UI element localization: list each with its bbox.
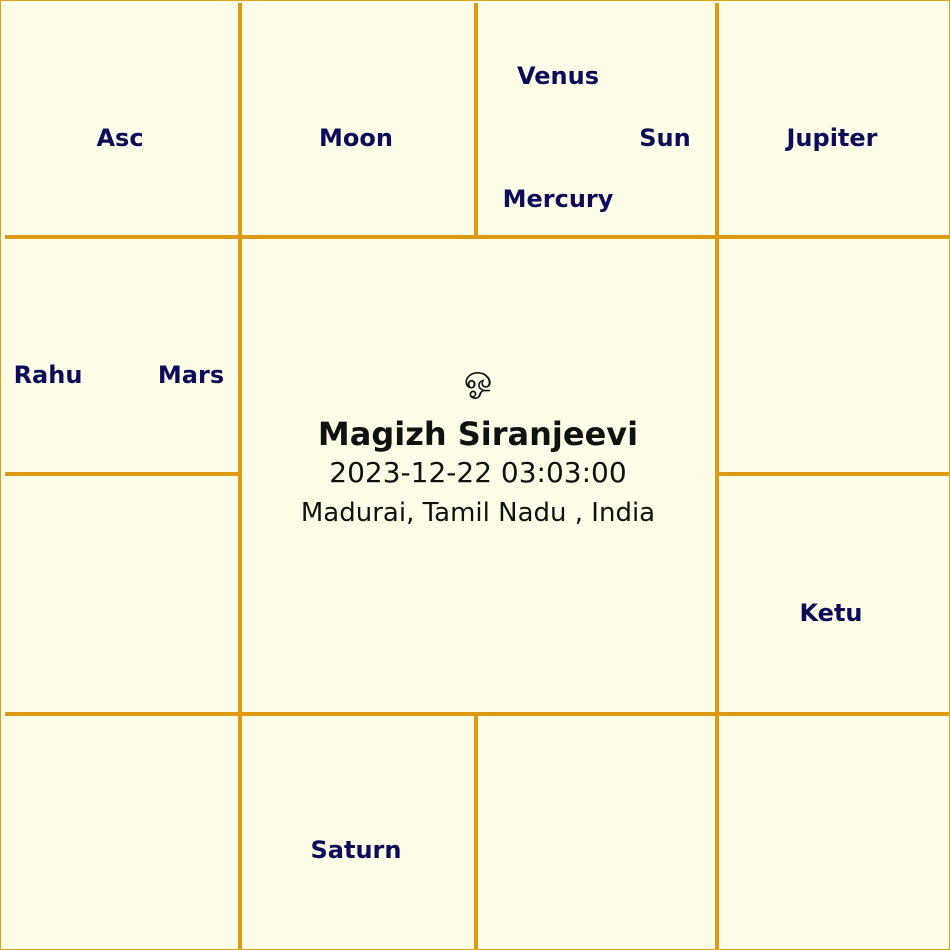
grid-line-h2-right [717, 472, 949, 476]
planet-mercury: Mercury [502, 185, 614, 213]
birth-place: Madurai, Tamil Nadu , India [300, 498, 656, 528]
om-symbol-icon: ஓ [463, 358, 493, 398]
planet-rahu: Rahu [13, 361, 83, 389]
native-name: Magizh Siranjeevi [317, 415, 639, 453]
planet-sun: Sun [639, 124, 691, 152]
planet-ketu: Ketu [799, 599, 863, 627]
birth-datetime: 2023-12-22 03:03:00 [329, 456, 627, 489]
grid-line-v1 [238, 3, 242, 949]
grid-line-v2-bottom [474, 714, 478, 949]
chart-center-panel: ஓ Magizh Siranjeevi 2023-12-22 03:03:00 … [240, 238, 716, 714]
planet-asc: Asc [96, 124, 144, 152]
grid-line-h1 [5, 235, 949, 239]
planet-moon: Moon [319, 124, 393, 152]
grid-line-v3 [715, 3, 719, 949]
planet-jupiter: Jupiter [786, 124, 878, 152]
grid-line-v2-top [474, 3, 478, 237]
planet-venus: Venus [517, 62, 599, 90]
grid-line-h2-left [5, 472, 239, 476]
planet-saturn: Saturn [310, 836, 402, 864]
planet-mars: Mars [157, 361, 225, 389]
